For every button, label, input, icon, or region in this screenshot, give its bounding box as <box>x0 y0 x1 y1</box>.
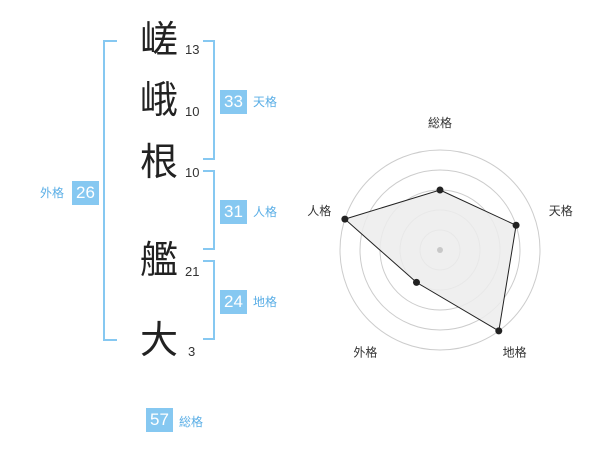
radar-axis-label-5: 人格 <box>307 203 331 218</box>
jinkaku-value: 31 <box>220 200 247 224</box>
stroke-count-5: 3 <box>188 344 196 359</box>
gaikaku-label: 外格 <box>40 186 65 200</box>
soukaku-value: 57 <box>146 408 173 432</box>
radar-axis-label-1: 総格 <box>428 115 452 130</box>
radar-ring <box>339 149 541 351</box>
name-char-3: 根 <box>140 140 179 184</box>
radar-point-5 <box>341 215 349 223</box>
radar-axis-label-3: 地格 <box>503 345 527 360</box>
chikaku-value: 24 <box>220 290 247 314</box>
jinkaku-bracket <box>203 170 215 250</box>
chikaku-label: 地格 <box>253 295 278 309</box>
gaikaku-value: 26 <box>72 181 99 205</box>
radar-ring <box>359 169 521 331</box>
radar-axis-label-2: 天格 <box>549 203 573 218</box>
stroke-count-3: 10 <box>185 165 200 180</box>
radar-center-dot <box>437 247 443 253</box>
radar-polygon <box>343 189 517 332</box>
radar-axis-label-4: 外格 <box>353 345 377 360</box>
chikaku-bracket <box>203 260 215 340</box>
radar-point-3 <box>495 327 503 335</box>
stroke-count-2: 10 <box>185 104 200 119</box>
radar-point-1 <box>436 186 444 194</box>
radar-point-2 <box>512 221 520 229</box>
radar-point-4 <box>412 278 420 286</box>
tenkaku-label: 天格 <box>253 95 278 109</box>
name-char-2: 峨 <box>140 78 179 122</box>
gaikaku-bracket <box>103 40 117 341</box>
tenkaku-bracket <box>203 40 215 160</box>
name-char-1: 嵯 <box>140 18 179 62</box>
stroke-count-4: 21 <box>185 264 200 279</box>
tenkaku-value: 33 <box>220 90 247 114</box>
name-char-5: 大 <box>140 318 179 362</box>
jinkaku-label: 人格 <box>253 205 278 219</box>
stroke-count-1: 13 <box>185 42 200 57</box>
soukaku-label: 総格 <box>179 415 204 429</box>
name-char-4: 艦 <box>140 238 179 282</box>
